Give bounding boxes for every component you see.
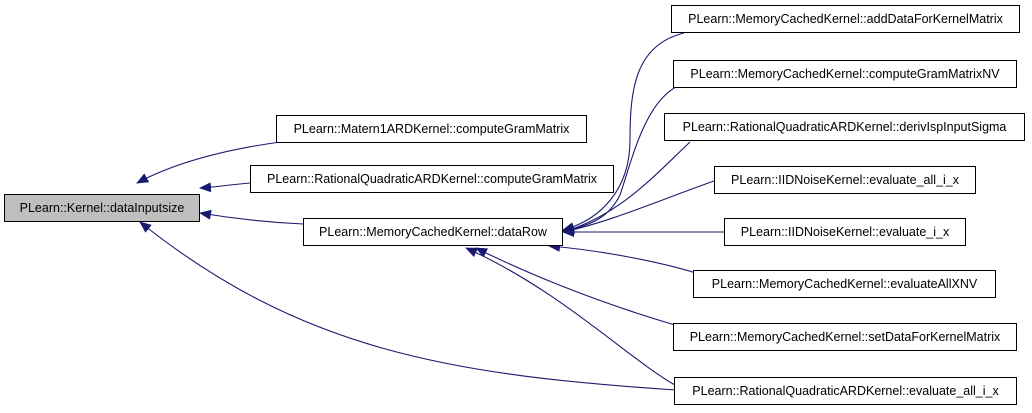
node-memorycached-datarow[interactable]: PLearn::MemoryCachedKernel::dataRow	[303, 218, 563, 246]
node-ratquad-evaluate-all-i-x[interactable]: PLearn::RationalQuadraticARDKernel::eval…	[674, 377, 1017, 405]
node-label: PLearn::IIDNoiseKernel::evaluate_all_i_x	[731, 173, 959, 187]
node-label: PLearn::Matern1ARDKernel::computeGramMat…	[293, 122, 570, 136]
node-memorycached-evaluateallxnv[interactable]: PLearn::MemoryCachedKernel::evaluateAllX…	[693, 270, 996, 298]
edge-ratquad-gram-to-root	[199, 182, 251, 193]
node-ratquad-derivispinputsigma[interactable]: PLearn::RationalQuadraticARDKernel::deri…	[664, 113, 1025, 141]
node-memorycached-adddataforkernelmatrix[interactable]: PLearn::MemoryCachedKernel::addDataForKe…	[671, 5, 1020, 33]
node-label: PLearn::RationalQuadraticARDKernel::deri…	[682, 120, 1007, 134]
node-label: PLearn::MemoryCachedKernel::evaluateAllX…	[711, 277, 978, 291]
node-iidnoise-evaluate-i-x[interactable]: PLearn::IIDNoiseKernel::evaluate_i_x	[724, 218, 966, 246]
edge-setdata-to-datarow	[475, 247, 676, 326]
edge-ratquad-eval-to-datarow	[465, 247, 676, 386]
node-label: PLearn::RationalQuadraticARDKernel::eval…	[692, 384, 999, 398]
node-label: PLearn::Kernel::dataInputsize	[19, 201, 185, 215]
node-memorycached-setdataforkernelmatrix[interactable]: PLearn::MemoryCachedKernel::setDataForKe…	[673, 323, 1017, 351]
edge-evalall-to-datarow	[548, 241, 697, 274]
node-iidnoise-evaluate-all-i-x[interactable]: PLearn::IIDNoiseKernel::evaluate_all_i_x	[714, 166, 976, 194]
node-label: PLearn::IIDNoiseKernel::evaluate_i_x	[740, 225, 950, 239]
edge-datarow-to-root	[199, 209, 304, 225]
node-label: PLearn::MemoryCachedKernel::dataRow	[319, 225, 547, 239]
edge-iid-all-to-datarow	[562, 180, 715, 235]
edge-gramnv-to-datarow	[562, 84, 681, 234]
edge-ratquad-eval-to-root	[139, 221, 677, 391]
node-label: PLearn::MemoryCachedKernel::computeGramM…	[690, 67, 1000, 81]
node-label: PLearn::RationalQuadraticARDKernel::comp…	[267, 172, 597, 186]
edge-adddata-to-datarow	[562, 32, 685, 232]
node-matern-computegrammatrix[interactable]: PLearn::Matern1ARDKernel::computeGramMat…	[276, 115, 587, 143]
node-memorycached-computegrammatrixnv[interactable]: PLearn::MemoryCachedKernel::computeGramM…	[673, 60, 1017, 88]
edge-derivisp-to-datarow	[562, 141, 691, 234]
node-kernel-datainputsize: PLearn::Kernel::dataInputsize	[4, 194, 200, 222]
node-ratquad-computegrammatrix[interactable]: PLearn::RationalQuadraticARDKernel::comp…	[250, 165, 614, 193]
node-label: PLearn::MemoryCachedKernel::setDataForKe…	[689, 330, 1001, 344]
node-label: PLearn::MemoryCachedKernel::addDataForKe…	[688, 12, 1003, 26]
